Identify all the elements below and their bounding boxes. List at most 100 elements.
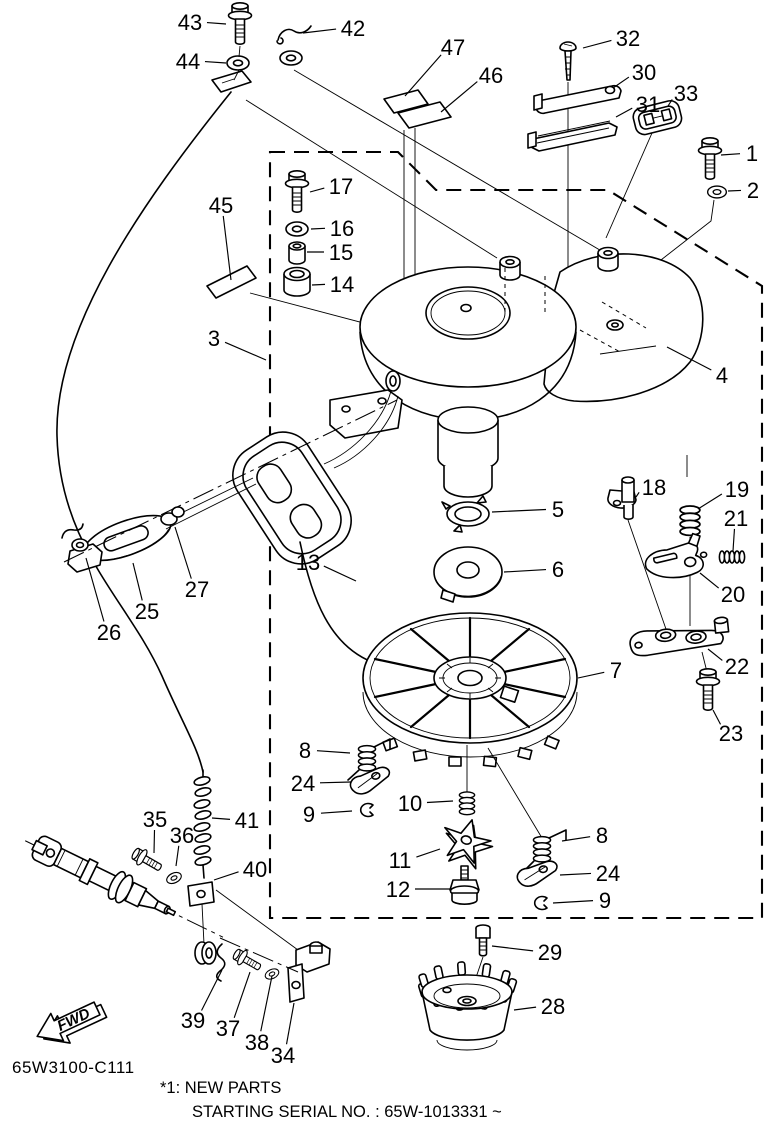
callout-11: 11 <box>389 848 441 873</box>
sticker-45 <box>206 265 257 299</box>
callout-leader <box>666 346 712 371</box>
callout-number: 31 <box>636 92 660 117</box>
plate-33 <box>632 99 683 136</box>
callout-42: 42 <box>302 16 365 41</box>
bolt-37 <box>230 945 265 976</box>
strip-31 <box>527 120 618 152</box>
starter-cable-curve <box>56 91 232 773</box>
bolt-29 <box>475 924 491 957</box>
callout-leader <box>503 569 547 573</box>
callout-number: 41 <box>235 808 259 833</box>
callout-number: 37 <box>216 1016 240 1041</box>
callout-leader <box>174 526 192 579</box>
spring-21 <box>718 550 746 564</box>
callout-number: 9 <box>303 802 315 827</box>
callout-number: 46 <box>479 63 503 88</box>
bolt-17 <box>284 170 310 213</box>
callout-leader <box>667 99 673 107</box>
callout-1: 1 <box>720 141 758 166</box>
callout-12: 12 <box>386 877 452 902</box>
callout-17: 17 <box>309 174 353 199</box>
callout-40: 40 <box>213 857 267 882</box>
starter-cup-28 <box>417 961 518 1051</box>
callout-number: 5 <box>552 497 564 522</box>
callout-leader <box>285 1002 295 1045</box>
callout-number: 18 <box>642 475 666 500</box>
callout-leader <box>222 215 232 281</box>
callout-number: 8 <box>299 738 311 763</box>
callout-leader <box>582 39 612 49</box>
spring-8-left <box>357 744 377 772</box>
callout-leader <box>153 829 156 854</box>
callout-leader <box>720 153 741 156</box>
callout-38: 38 <box>245 975 273 1055</box>
fwd-arrow: FWD <box>36 1001 108 1044</box>
callout-leader <box>699 572 720 589</box>
callout-30: 30 <box>612 60 656 89</box>
callout-number: 43 <box>178 10 202 35</box>
callout-26: 26 <box>85 557 121 645</box>
callout-8: 8 <box>299 738 351 763</box>
bracket-22 <box>629 616 730 657</box>
callout-33: 33 <box>667 81 698 107</box>
washer-36 <box>164 869 184 887</box>
callout-leader <box>310 227 326 230</box>
callout-leader <box>707 648 723 661</box>
callout-number: 15 <box>329 240 353 265</box>
note-serial: STARTING SERIAL NO. : 65W-1013331 ~ <box>192 1103 502 1121</box>
screw-32 <box>559 41 577 81</box>
callout-leader <box>577 671 605 679</box>
washer-42 <box>279 50 303 66</box>
callout-10: 10 <box>398 791 454 816</box>
spring-10 <box>458 791 476 816</box>
callout-number: 32 <box>616 26 640 51</box>
bolt-35 <box>128 844 166 877</box>
callout-number: 36 <box>170 823 194 848</box>
strip-30 <box>533 84 622 115</box>
e-clip-9-left <box>359 802 374 818</box>
callout-leader <box>727 189 742 192</box>
callout-number: 29 <box>538 940 562 965</box>
spring-clip-5 <box>441 495 490 533</box>
callout-number: 30 <box>632 60 656 85</box>
callout-29: 29 <box>491 940 562 965</box>
callout-leader <box>260 975 273 1032</box>
bolt-43 <box>227 1 253 46</box>
note-new-parts: *1: NEW PARTS <box>160 1079 281 1097</box>
callout-21: 21 <box>724 506 748 552</box>
callout-number: 7 <box>610 658 622 683</box>
callout-34: 34 <box>271 1002 295 1068</box>
callout-leader <box>319 781 352 784</box>
callout-number: 21 <box>724 506 748 531</box>
callout-number: 11 <box>389 848 412 873</box>
callout-leader <box>513 1006 537 1011</box>
callout-number: 17 <box>329 174 353 199</box>
callout-leader <box>323 565 357 582</box>
cable-anchor-bracket <box>211 70 252 93</box>
callout-28: 28 <box>513 994 565 1019</box>
callout-6: 6 <box>503 557 564 582</box>
callout-leader <box>302 28 337 34</box>
callout-leader <box>206 22 227 25</box>
callout-leader <box>416 848 441 858</box>
callout-45: 45 <box>209 193 233 281</box>
callout-number: 6 <box>552 557 564 582</box>
callout-leader <box>309 187 325 193</box>
callout-leader <box>732 528 736 552</box>
callout-leader <box>233 971 251 1018</box>
callout-leader <box>316 750 351 754</box>
pin-18 <box>607 476 637 520</box>
e-clip-9-right <box>533 895 548 911</box>
callout-32: 32 <box>582 26 640 51</box>
callout-number: 24 <box>291 771 315 796</box>
callout-20: 20 <box>699 572 745 607</box>
callout-number: 47 <box>441 35 465 60</box>
callout-leader <box>85 557 105 622</box>
dashed-boundary <box>268 150 764 920</box>
star-cam-11 <box>444 819 494 870</box>
spring-19 <box>679 505 701 537</box>
handle-axis <box>63 399 398 563</box>
callout-number: 14 <box>330 272 354 297</box>
